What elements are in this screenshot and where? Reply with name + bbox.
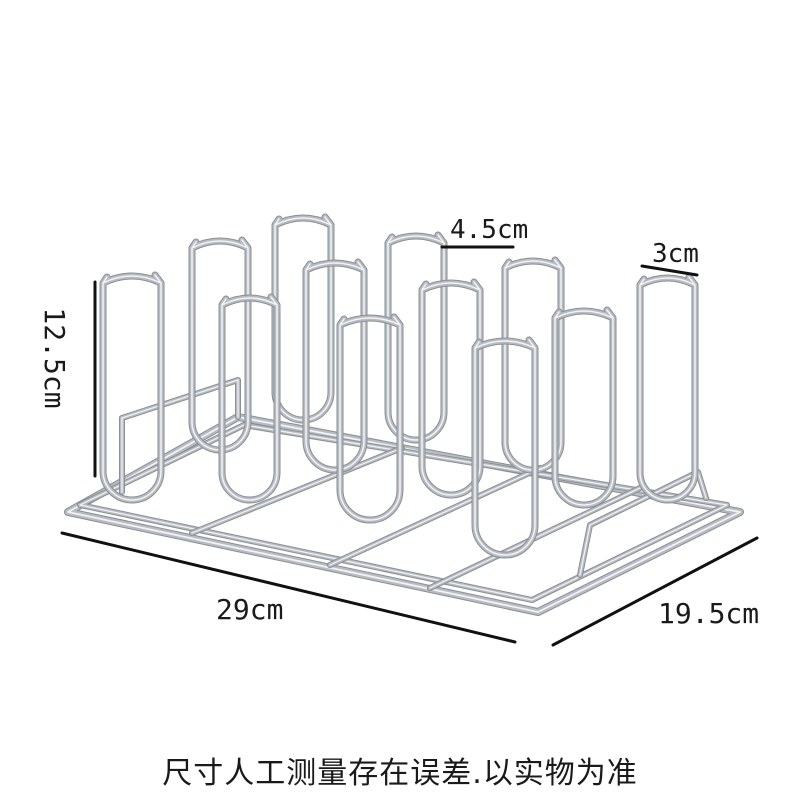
holder-depth-dimension-line [640,264,699,277]
height-label: 12.5cm [38,307,71,409]
base-inner-frame [77,422,730,603]
rack-cup-holders [99,213,699,559]
cup-holder-10 [551,306,617,509]
cup-holder-6 [636,273,699,504]
rack-side-rails [119,377,709,578]
measurement-disclaimer: 尺寸人工测量存在误差.以实物为准 [162,756,638,791]
cup-holder-1 [99,271,165,504]
stainless-steel-cup-rack-icon [64,213,744,616]
cup-holder-8 [302,258,368,474]
cup-holder-4 [384,231,448,444]
width-dimension-line [60,531,517,644]
holder-depth-label: 3cm [652,239,699,269]
cup-holder-12 [471,336,539,559]
cup-holder-7 [218,293,281,504]
left-side-rail [119,377,241,495]
right-side-rail [577,469,709,578]
dimension-lines [60,245,759,647]
cup-holder-11 [336,313,404,524]
cup-holder-9 [418,278,484,499]
depth-label: 19.5cm [658,597,760,630]
base-cross-bar [327,465,543,568]
holder-width-label: 4.5cm [450,215,529,245]
width-label: 29cm [216,593,284,626]
depth-dimension-line [551,536,759,647]
base-cross-bar [189,445,405,536]
base-outer-frame [64,413,744,616]
